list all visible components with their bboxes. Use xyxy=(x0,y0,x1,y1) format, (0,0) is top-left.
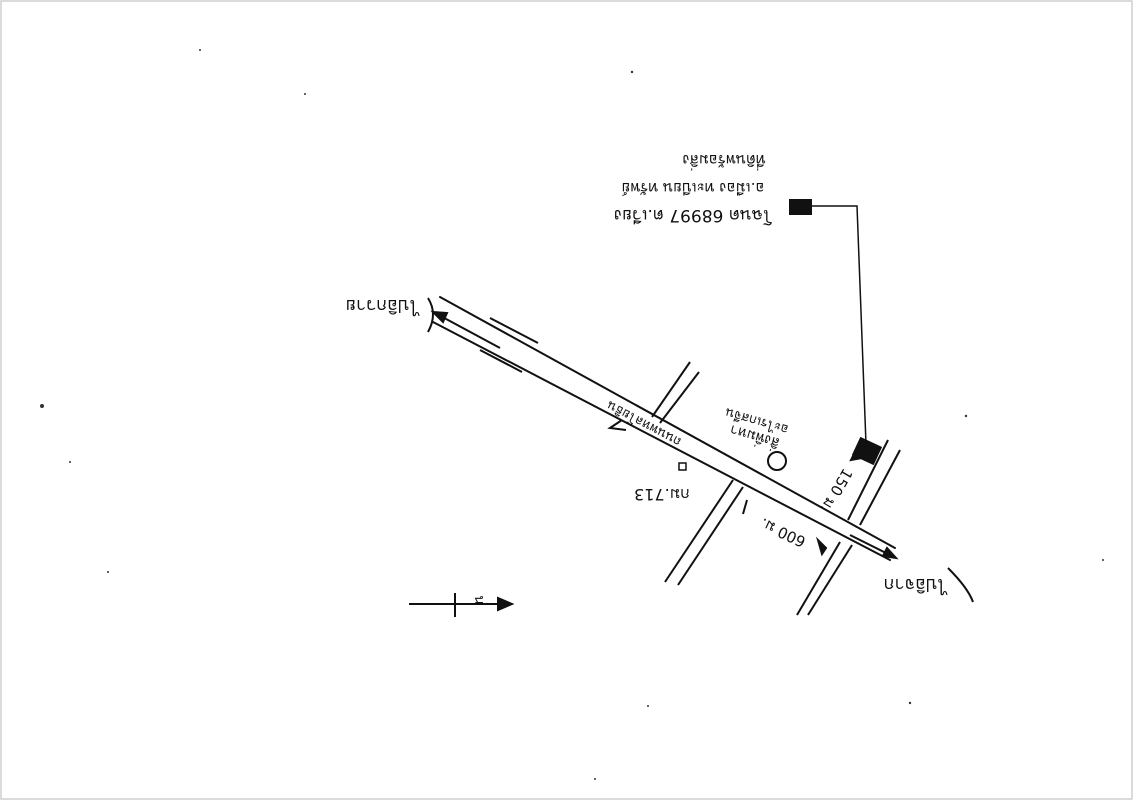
leader-line xyxy=(812,205,867,445)
side-road-east-upper-left xyxy=(847,439,889,521)
main-road-lower-edge xyxy=(432,321,891,561)
east-arrow-head xyxy=(881,546,899,560)
west-destination-flourish xyxy=(427,297,434,333)
lane-mark-2 xyxy=(479,349,523,373)
distance-lower-label: 600 ม. xyxy=(757,514,808,551)
main-road-upper-edge xyxy=(439,296,896,549)
side-road-south-right-edge xyxy=(677,486,744,586)
distance-lower-start-tick xyxy=(742,499,748,515)
north-symbol-label: น xyxy=(471,595,487,605)
traffic-arrows xyxy=(430,310,899,560)
side-road-east-lower-left xyxy=(796,541,841,616)
east-destination-label: ไปอิจาก xyxy=(884,574,949,596)
west-arrow-head xyxy=(430,310,449,324)
west-destination-label: ไปอิกวาย xyxy=(346,295,421,317)
legend-property-marker xyxy=(789,199,812,215)
distance-lower-end-arrow xyxy=(815,536,828,557)
side-road-east xyxy=(796,439,901,616)
side-road-north-right-edge xyxy=(659,371,700,424)
side-road-east-lower-right xyxy=(807,544,853,616)
distance-right-label: 150 ม. xyxy=(817,465,857,516)
property-note-line2: อ.เมือง ทะเบียน ทรัพย์ xyxy=(622,179,765,197)
km-marker-label: กม.713 xyxy=(634,485,690,504)
property-note-line1: โฉนด 68997 ต.เวียง xyxy=(614,205,772,226)
school-landmark-circle xyxy=(767,451,787,471)
side-road-south xyxy=(664,479,744,586)
main-road xyxy=(432,296,896,561)
lane-mark-1 xyxy=(489,317,539,344)
north-arrow-head xyxy=(497,596,515,612)
side-road-north-left-edge xyxy=(651,361,691,418)
road-direction-tick xyxy=(607,419,627,431)
scan-speckles xyxy=(40,49,1104,780)
distance-right-arrow xyxy=(849,443,864,462)
west-arrow-shaft xyxy=(434,312,501,349)
side-road-north xyxy=(651,361,700,424)
km-marker-square xyxy=(678,462,687,471)
distance-arrows xyxy=(742,443,864,557)
north-arrow xyxy=(409,593,515,617)
east-destination-flourish xyxy=(947,567,974,603)
property-note-line3: ที่ดินพร้อมสิ่ง xyxy=(682,151,765,171)
side-road-east-upper-right xyxy=(859,449,901,526)
side-road-south-left-edge xyxy=(664,479,734,583)
